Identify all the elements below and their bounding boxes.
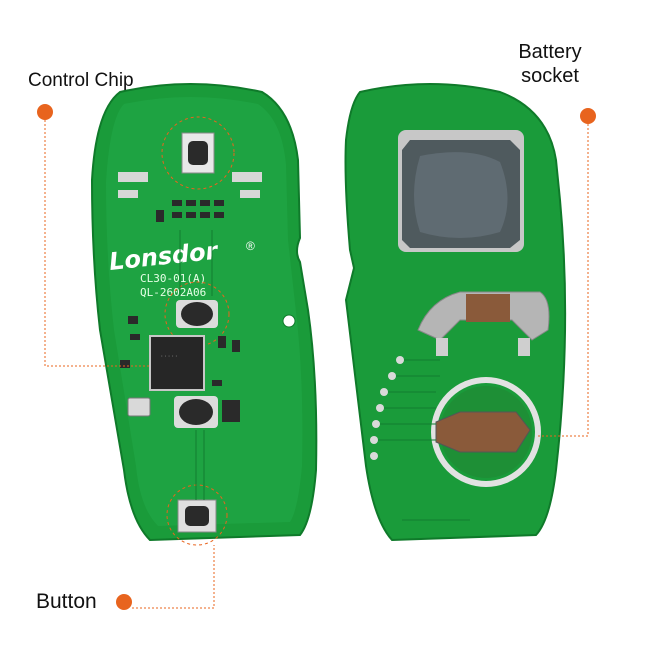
button-label: Button xyxy=(36,590,97,613)
svg-text:®: ® xyxy=(246,239,255,253)
battery-socket-label-line2: socket xyxy=(521,65,579,87)
callout-button xyxy=(116,545,215,610)
battery-socket-label-line1: Battery xyxy=(518,41,582,63)
callout-control-chip xyxy=(37,104,150,367)
board-part: QL-2602A06 xyxy=(140,286,206,299)
battery-socket-label: Battery socket xyxy=(500,40,600,88)
battery-socket xyxy=(398,130,524,252)
left-pcb-board: Lonsdor ® CL30-01(A) QL-2602A06 ····· xyxy=(90,83,318,546)
svg-text:·····: ····· xyxy=(160,353,178,360)
callout-battery-socket xyxy=(538,108,596,437)
right-pcb-board xyxy=(344,83,567,542)
control-chip-label: Control Chip xyxy=(28,70,134,91)
board-model: CL30-01(A) xyxy=(140,272,206,285)
